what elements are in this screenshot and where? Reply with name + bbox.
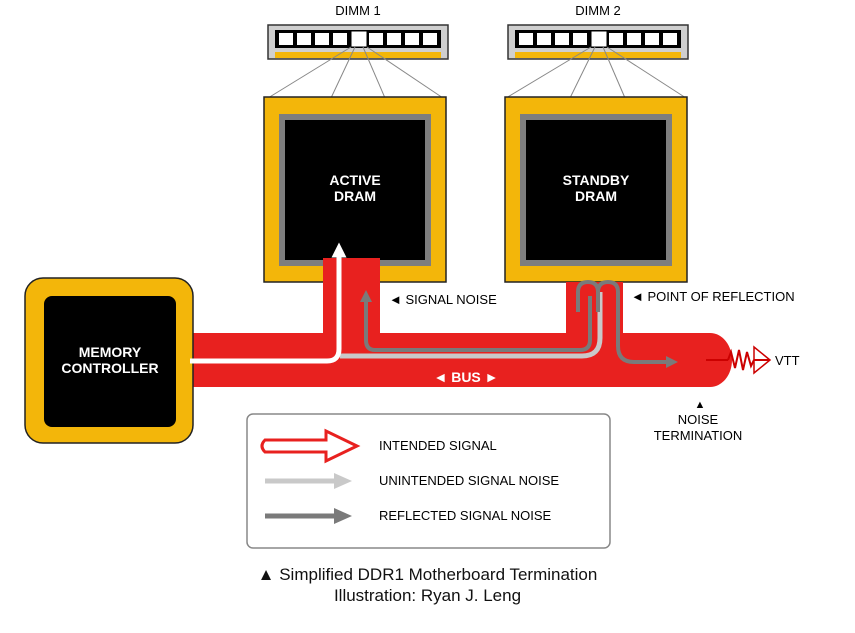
standby-dram-chip [504, 96, 688, 283]
active-dram-chip [263, 96, 447, 283]
noise-termination-line1: NOISE [678, 412, 719, 427]
caption-title: ▲ Simplified DDR1 Motherboard Terminatio… [257, 565, 598, 584]
legend-reflected-label: REFLECTED SIGNAL NOISE [379, 508, 551, 523]
signal-noise-callout: ◄ SIGNAL NOISE [389, 292, 497, 307]
noise-termination-line2: TERMINATION [654, 428, 743, 443]
noise-termination-marker: ▲ [695, 399, 706, 411]
unintended-noise-path [340, 292, 603, 359]
intended-signal-path [190, 242, 347, 364]
dimm2-label: DIMM 2 [575, 3, 621, 18]
caption-credit: Illustration: Ryan J. Leng [333, 586, 522, 605]
dimm1-zoom-lines [267, 46, 444, 99]
standby-dram-label-line2: DRAM [575, 188, 617, 204]
active-dram-label-line1: ACTIVE [329, 172, 380, 188]
legend-unintended-arrow [265, 473, 352, 489]
dimm2-module [507, 24, 689, 60]
memory-controller-label-line2: CONTROLLER [61, 360, 158, 376]
point-of-reflection-callout: ◄ POINT OF REFLECTION [631, 289, 795, 304]
legend-reflected-arrow [265, 508, 352, 524]
active-dram-label-line2: DRAM [334, 188, 376, 204]
memory-controller-label-line1: MEMORY [79, 344, 142, 360]
dimm1-module [267, 24, 449, 60]
dimm1-label: DIMM 1 [335, 3, 381, 18]
dimm2-zoom-lines [505, 46, 687, 99]
standby-dram-label-line1: STANDBY [563, 172, 630, 188]
vtt-label: VTT [775, 353, 800, 368]
legend-unintended-label: UNINTENDED SIGNAL NOISE [379, 473, 559, 488]
legend-intended-label: INTENDED SIGNAL [379, 438, 497, 453]
reflected-noise-path-to-active [360, 290, 592, 352]
bus-label: ◄ BUS ► [433, 369, 498, 385]
legend-intended-arrow [260, 428, 361, 464]
reflected-noise-loop [576, 279, 668, 364]
termination-resistor [706, 345, 772, 375]
